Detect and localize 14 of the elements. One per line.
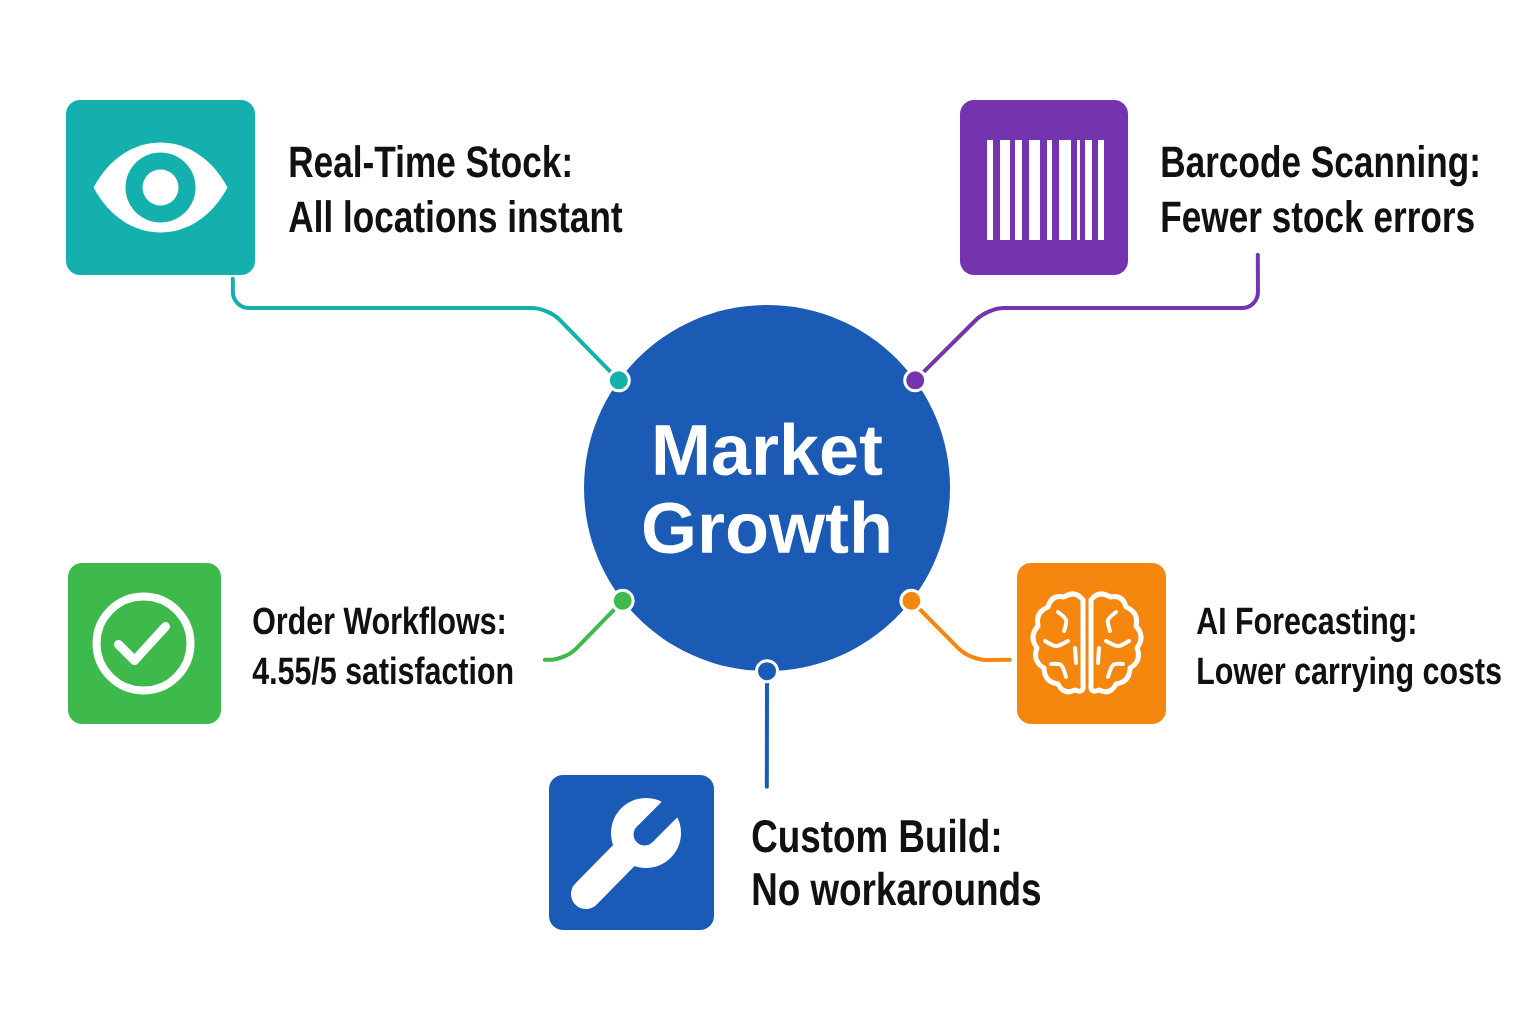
- description: 4.55/5 satisfaction: [252, 656, 513, 685]
- heading: Barcode Scanning:: [1162, 145, 1478, 187]
- description: Fewer stock errors: [1162, 200, 1474, 233]
- heading: Custom Build:: [752, 818, 1000, 853]
- heading: AI Forecasting:: [1196, 606, 1415, 643]
- connector-line: [755, 659, 779, 789]
- connector-line: [899, 588, 1012, 662]
- heading: Real-Time Stock:: [290, 145, 570, 178]
- connector-line: [903, 252, 1260, 393]
- connector-line: [542, 588, 635, 662]
- description: All locations instant: [289, 200, 623, 233]
- heading: Order Workflows:: [253, 606, 504, 635]
- description: Lower carrying costs: [1198, 656, 1501, 693]
- description: No workarounds: [753, 871, 1040, 906]
